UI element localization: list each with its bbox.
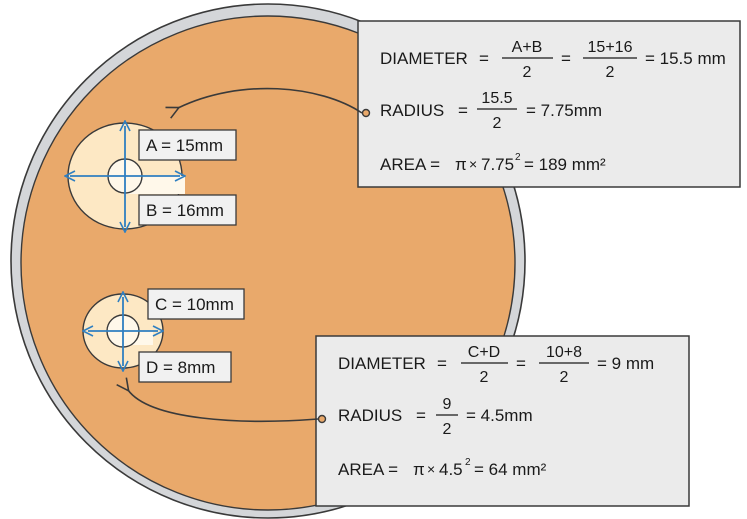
radius-1-result: = 7.75mm xyxy=(526,101,602,120)
calculation-box-2: DIAMETER = C+D 2 = 10+8 2 = 9 mm RADIUS … xyxy=(315,335,690,507)
label-a: A = 15mm xyxy=(138,129,237,161)
area-2-result: = 64 mm² xyxy=(474,460,547,479)
diameter-2-frac2-den: 2 xyxy=(560,369,569,386)
label-d: D = 8mm xyxy=(138,351,232,383)
equals-sign: = xyxy=(561,49,571,68)
diameter-2-frac1-num: C+D xyxy=(468,344,500,361)
pi-symbol-1: π xyxy=(455,155,467,174)
radius-word-1: RADIUS xyxy=(380,101,444,120)
area-1-result: = 189 mm² xyxy=(524,155,606,174)
pointer-arrow-1 xyxy=(165,87,371,119)
area-1-base: 7.75 xyxy=(481,155,514,174)
radius-2-den: 2 xyxy=(443,421,452,438)
calculation-box-1: DIAMETER = A+B 2 = 15+16 2 = 15.5 mm RAD… xyxy=(357,20,741,188)
radius-1-num: 15.5 xyxy=(481,90,512,107)
diameter-1-result: = 15.5 mm xyxy=(645,49,726,68)
diameter-2-frac1-den: 2 xyxy=(480,369,489,386)
equals-sign: = xyxy=(516,354,526,373)
radius-2-num: 9 xyxy=(443,396,452,413)
area-word-2: AREA = xyxy=(338,460,398,479)
diameter-2-frac2-num: 10+8 xyxy=(546,344,582,361)
diameter-1-frac1-den: 2 xyxy=(523,64,532,81)
label-b: B = 16mm xyxy=(138,194,237,226)
inhibition-zone-2 xyxy=(83,294,163,368)
diameter-word-1: DIAMETER xyxy=(380,49,468,68)
area-2-base: 4.5 xyxy=(439,460,463,479)
label-c-text: C = 10mm xyxy=(155,295,234,314)
area-1-exponent: 2 xyxy=(515,152,521,163)
equals-sign: = xyxy=(437,354,447,373)
diameter-1-frac2-num: 15+16 xyxy=(588,39,633,56)
equals-sign: = xyxy=(416,406,426,425)
radius-2-result: = 4.5mm xyxy=(466,406,533,425)
radius-word-2: RADIUS xyxy=(338,406,402,425)
radius-1-den: 2 xyxy=(493,115,502,132)
area-2-exponent: 2 xyxy=(465,457,471,468)
pi-symbol-2: π xyxy=(413,460,425,479)
pointer-arrow-2 xyxy=(116,377,327,424)
label-d-text: D = 8mm xyxy=(146,358,215,377)
diameter-1-frac1-num: A+B xyxy=(512,39,543,56)
diameter-2-result: = 9 mm xyxy=(597,354,654,373)
times-sign-1: × xyxy=(469,156,477,172)
equals-sign: = xyxy=(479,49,489,68)
diameter-1-frac2-den: 2 xyxy=(606,64,615,81)
label-b-text: B = 16mm xyxy=(146,201,224,220)
label-a-text: A = 15mm xyxy=(146,136,223,155)
diameter-word-2: DIAMETER xyxy=(338,354,426,373)
times-sign-2: × xyxy=(427,461,435,477)
area-word-1: AREA = xyxy=(380,155,440,174)
label-c: C = 10mm xyxy=(147,288,245,320)
equals-sign: = xyxy=(458,101,468,120)
